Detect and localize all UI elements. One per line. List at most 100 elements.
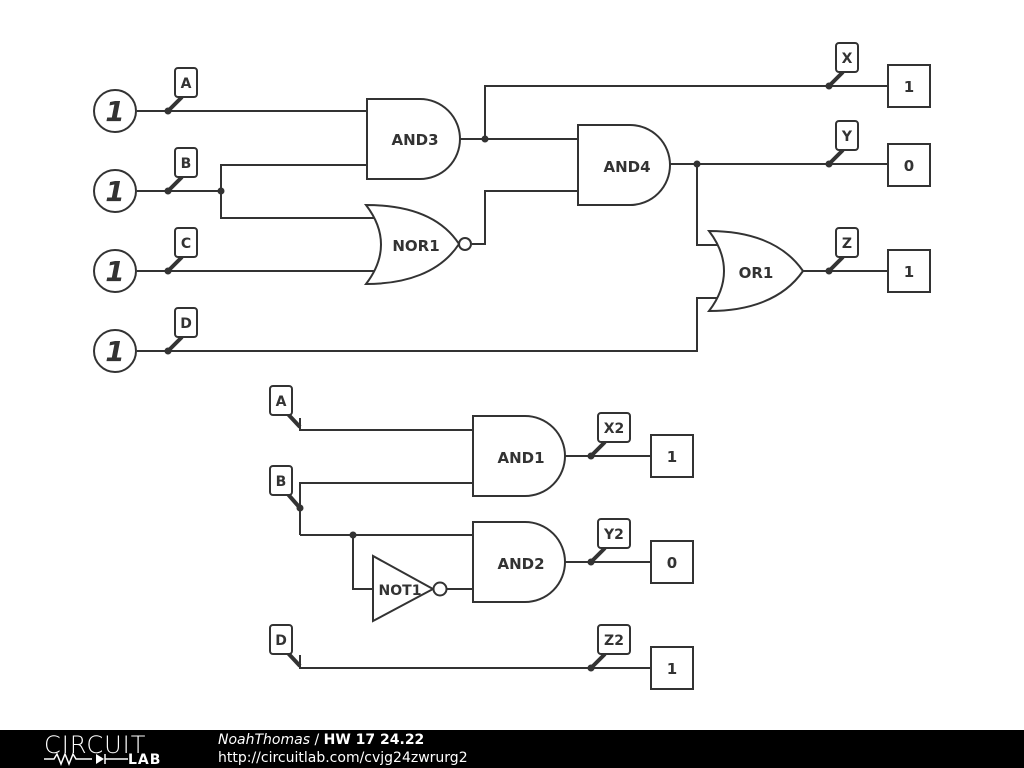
tag-pointer	[589, 652, 607, 670]
tag-pointer	[827, 70, 845, 88]
wire-d-to-or1	[137, 297, 718, 352]
output-probe-z2[interactable]: 1	[650, 646, 694, 690]
gate-label: OR1	[739, 264, 774, 282]
source-value: 1	[105, 255, 124, 288]
circuitlab-logo[interactable]: CIRCUIT LAB	[44, 730, 184, 768]
resistor-diode-icon	[44, 752, 128, 766]
gate-label: NOR1	[392, 237, 439, 255]
probe-value: 1	[667, 660, 677, 678]
tag-box	[174, 147, 198, 178]
author-link[interactable]: NoahThomas	[218, 732, 310, 748]
output-probe-x2[interactable]: 1	[650, 434, 694, 478]
and-gate-body	[472, 521, 566, 603]
source-circle	[93, 89, 137, 133]
input-source-d[interactable]: 1	[93, 329, 137, 373]
junction-dot	[217, 187, 225, 195]
and-gate-body	[366, 98, 461, 180]
gate-nor1[interactable]: NOR1	[363, 203, 472, 286]
net-label-b[interactable]: B	[166, 147, 198, 193]
probe-value: 1	[904, 78, 914, 96]
probe-box	[887, 143, 931, 187]
tag-text: D	[275, 633, 287, 649]
circuit-title-line: NoahThomas / HW 17 24.22	[218, 731, 468, 749]
logo-text-top: CIRCUIT	[44, 731, 147, 759]
input-source-a[interactable]: 1	[93, 89, 137, 133]
net-label-d[interactable]: D	[166, 307, 198, 353]
tag-box	[597, 624, 631, 655]
junction-dot	[693, 160, 701, 168]
tag-box	[269, 385, 293, 416]
tag-box	[269, 624, 293, 655]
output-probe-x[interactable]: 1	[887, 64, 931, 108]
tag-pointer	[166, 255, 184, 273]
wires	[137, 85, 888, 669]
net-label-y2[interactable]: Y2	[589, 518, 631, 564]
inversion-bubble	[432, 581, 448, 597]
tag-box	[174, 67, 198, 98]
output-probe-z[interactable]: 1	[887, 249, 931, 293]
tag-box	[174, 227, 198, 258]
or-gate-body	[363, 203, 461, 286]
tag-pointer	[166, 175, 184, 193]
net-label-a2[interactable]: A	[269, 385, 302, 429]
wire-nor1-to-and4	[472, 190, 578, 245]
wire-b-to-nor1	[220, 191, 375, 219]
net-label-a[interactable]: A	[166, 67, 198, 113]
net-label-x[interactable]: X	[827, 42, 859, 88]
net-label-x2[interactable]: X2	[589, 412, 631, 458]
gate-and1[interactable]: AND1	[472, 415, 566, 497]
and-gate-body	[577, 124, 671, 206]
gate-or1[interactable]: OR1	[706, 229, 805, 313]
tag-text: Z2	[604, 633, 624, 649]
source-value: 1	[105, 335, 124, 368]
gate-and3[interactable]: AND3	[366, 98, 461, 180]
tag-text: X2	[604, 421, 625, 437]
output-probe-y[interactable]: 0	[887, 143, 931, 187]
tag-text: D	[180, 316, 192, 332]
gate-not1[interactable]: NOT1	[372, 554, 448, 623]
junction-dot	[349, 531, 357, 539]
tag-pointer	[827, 148, 845, 166]
wire-d2-to-z2	[299, 655, 651, 669]
net-label-z[interactable]: Z	[827, 227, 859, 273]
probe-box	[650, 434, 694, 478]
probe-value: 0	[904, 157, 914, 175]
probe-box	[650, 646, 694, 690]
circuit-url[interactable]: http://circuitlab.com/cvjg24zwrurg2	[218, 750, 468, 766]
wire-and4-to-or1	[696, 164, 718, 246]
and-gate-body	[472, 415, 566, 497]
gate-label: AND2	[497, 555, 544, 573]
tag-box	[835, 120, 859, 151]
tag-text: A	[181, 76, 192, 92]
tag-pointer	[166, 335, 184, 353]
probe-value: 1	[667, 448, 677, 466]
net-label-c[interactable]: C	[166, 227, 198, 273]
tag-box	[269, 465, 293, 496]
probe-value: 0	[667, 554, 677, 572]
gate-and2[interactable]: AND2	[472, 521, 566, 603]
schematic-canvas: 1 1 1 1 A B C D X Y	[93, 42, 931, 690]
net-label-z2[interactable]: Z2	[589, 624, 631, 670]
gate-label: AND3	[391, 131, 438, 149]
tag-pointer	[589, 546, 607, 564]
wire-b-to-and3	[220, 164, 367, 191]
source-circle	[93, 329, 137, 373]
tag-text: X	[842, 51, 853, 67]
output-probe-y2[interactable]: 0	[650, 540, 694, 584]
tag-pointer	[827, 255, 845, 273]
tag-pointer	[166, 95, 184, 113]
input-source-c[interactable]: 1	[93, 249, 137, 293]
wire-and3-to-x	[484, 85, 888, 139]
circuit-title[interactable]: HW 17 24.22	[323, 732, 425, 748]
tag-text: Y2	[603, 527, 624, 543]
net-label-b2[interactable]: B	[269, 465, 302, 510]
input-source-b[interactable]: 1	[93, 169, 137, 213]
tag-box	[835, 42, 859, 73]
gate-and4[interactable]: AND4	[577, 124, 671, 206]
gate-label: NOT1	[379, 583, 422, 599]
net-label-d2[interactable]: D	[269, 624, 302, 668]
net-label-y[interactable]: Y	[827, 120, 859, 166]
title-separator: /	[310, 732, 324, 748]
tag-text: B	[276, 474, 287, 490]
circuit-meta: NoahThomas / HW 17 24.22 http://circuitl…	[218, 731, 468, 767]
